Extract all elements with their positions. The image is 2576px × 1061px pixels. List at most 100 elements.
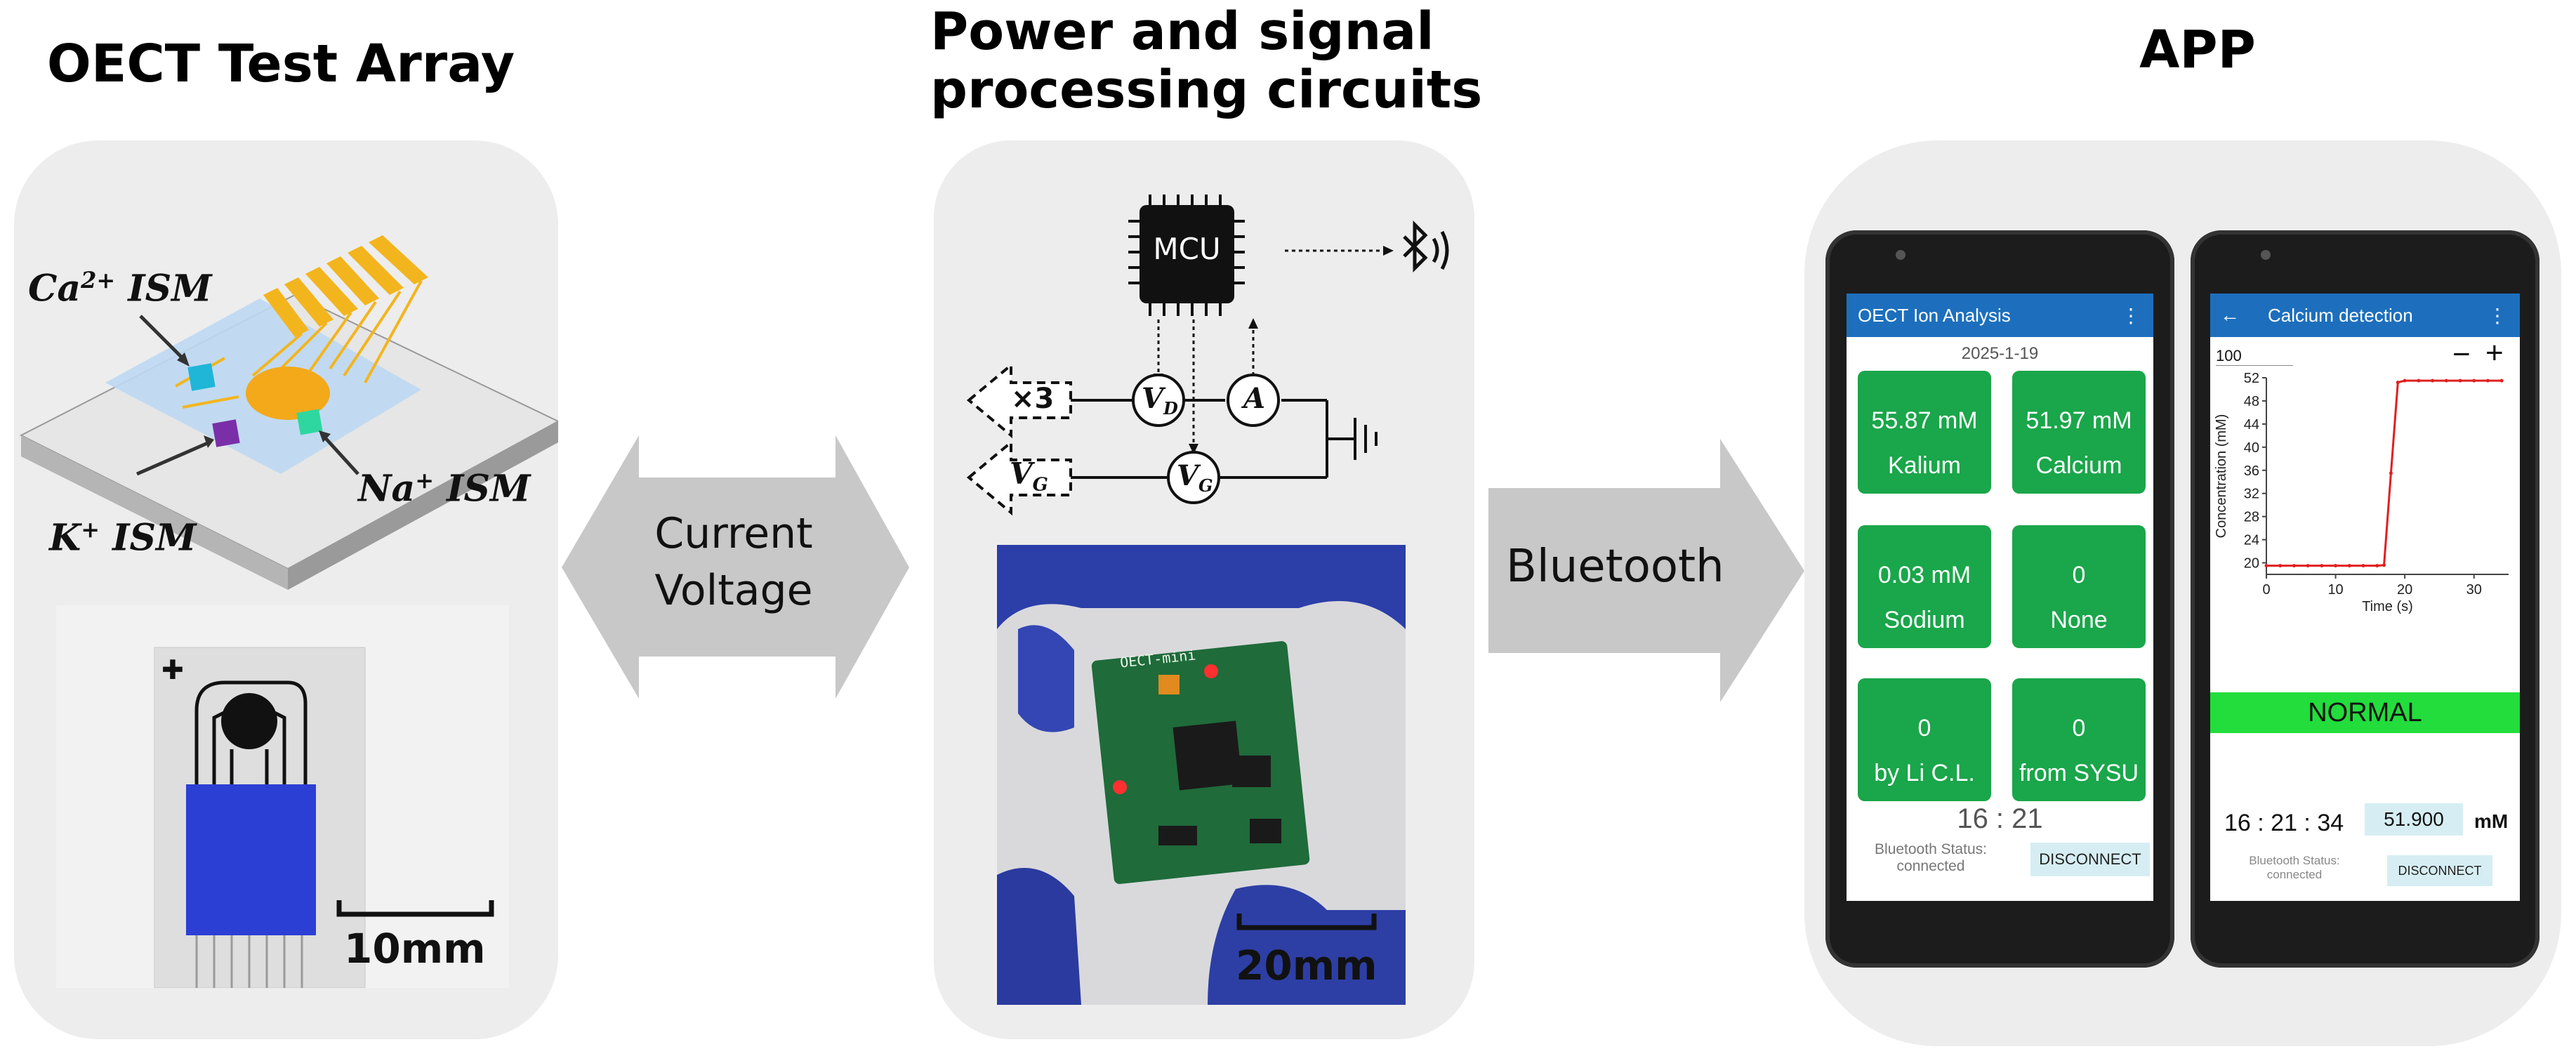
chart-data-point <box>2292 564 2296 568</box>
chart-x-tick-label: 30 <box>2466 582 2482 598</box>
vd-sub: D <box>1163 398 1178 419</box>
k-ism-label: K+ ISM <box>49 516 197 559</box>
tile-none-name: None <box>2050 607 2108 633</box>
phone1-menu-icon[interactable]: ⋮ <box>2121 304 2141 327</box>
tile-from-sysu[interactable]: 0 from SYSU <box>2012 678 2146 801</box>
phone2-bt-status: Bluetooth Status: connected <box>2224 854 2365 881</box>
chart-y-tick-label: 44 <box>2244 417 2259 433</box>
oect-photo-drawing: ✚ <box>154 647 494 988</box>
phone2-time: 16 : 21 : 34 <box>2224 810 2344 836</box>
chart-data-point <box>2485 378 2490 383</box>
arrow-label-current-voltage: Current Voltage <box>632 506 835 619</box>
phone1-time: 16 : 21 <box>1957 803 2043 834</box>
scale-label-20mm: 20mm <box>1236 942 1378 989</box>
chart-x-tick-label: 10 <box>2327 582 2343 598</box>
ca-sup: 2+ <box>81 267 116 294</box>
scale-label-10mm: 10mm <box>344 925 486 973</box>
arrow-bluetooth <box>1488 439 1804 702</box>
title-circuits: Power and signal processing circuits <box>930 3 1492 119</box>
double-arrow-current-voltage <box>562 435 909 699</box>
tile-calcium-value: 51.97 mM <box>2026 407 2132 434</box>
phone1-screen: OECT Ion Analysis ⋮ 2025-1-19 55.87 mM K… <box>1847 294 2153 901</box>
tile-sodium-value: 0.03 mM <box>1877 562 1971 588</box>
vg-box-label: VG <box>1010 456 1048 495</box>
tile-none[interactable]: 0 None <box>2012 525 2146 648</box>
chart-data-point <box>2382 563 2386 567</box>
phone2-disconnect-button[interactable]: DISCONNECT <box>2387 855 2492 886</box>
na-ism-label: Na+ ISM <box>358 467 531 510</box>
chart-data-point <box>2375 564 2379 568</box>
back-arrow-icon[interactable]: ← <box>2220 304 2240 326</box>
vg-label: VG <box>1177 459 1213 496</box>
tile-kalium-value: 55.87 mM <box>1871 407 1978 434</box>
vg-meter <box>1167 451 1220 504</box>
chart-y-tick-label: 40 <box>2244 440 2259 456</box>
chart-data-point <box>2389 471 2393 475</box>
vg-sub: G <box>1198 475 1213 496</box>
phone2-camera <box>2261 250 2271 260</box>
oect-photo: ✚ 10mm <box>56 605 509 988</box>
tile-sodium[interactable]: 0.03 mM Sodium <box>1858 525 1991 648</box>
chart-data-point <box>2396 381 2400 385</box>
na-sup: + <box>415 467 435 494</box>
tile-kalium[interactable]: 55.87 mM Kalium <box>1858 371 1991 494</box>
bluetooth-icon <box>1403 220 1449 273</box>
chart-data-point <box>2278 564 2283 568</box>
chart-data-point <box>2444 378 2448 383</box>
reading-unit: mM <box>2474 810 2509 832</box>
chart-y-tick-label: 24 <box>2244 533 2259 548</box>
tile-calcium[interactable]: 51.97 mM Calcium <box>2012 371 2146 494</box>
label-voltage: Voltage <box>654 566 813 615</box>
chart-y-tick-label: 52 <box>2244 371 2259 386</box>
chart-series-line <box>2266 379 2502 567</box>
k-label: K <box>49 516 81 560</box>
chart-data-point <box>2306 564 2310 568</box>
chart-x-tick-label: 0 <box>2262 582 2270 598</box>
mcu-chip <box>1140 205 1234 303</box>
ca-ism: ISM <box>128 267 212 310</box>
title-app: APP <box>2139 20 2256 80</box>
zoom-input[interactable]: 100 <box>2216 347 2293 366</box>
chart-y-tick-label: 32 <box>2244 487 2259 502</box>
tile-by-li-value: 0 <box>1917 715 1931 742</box>
ca-ism-label: Ca2+ ISM <box>28 267 212 310</box>
zoom-out-button[interactable]: − <box>2452 337 2471 371</box>
phone1-date: 2025-1-19 <box>1961 344 2039 363</box>
reading-field[interactable]: 51.900 <box>2365 803 2463 836</box>
chart-data-point <box>2458 378 2462 383</box>
ammeter-label: A <box>1243 382 1266 415</box>
phone2-menu-icon[interactable]: ⋮ <box>2488 304 2507 327</box>
arrow-label-bluetooth: Bluetooth <box>1506 541 1724 593</box>
tile-none-value: 0 <box>2072 562 2086 588</box>
tile-from-sysu-value: 0 <box>2072 715 2086 742</box>
label-current: Current <box>654 509 813 558</box>
ammeter <box>1227 374 1280 427</box>
phone-ion-analysis: OECT Ion Analysis ⋮ 2025-1-19 55.87 mM K… <box>1825 230 2174 968</box>
na-ism: ISM <box>447 467 531 510</box>
chart-data-point <box>2431 378 2435 383</box>
phone1-disconnect-button[interactable]: DISCONNECT <box>2030 843 2150 876</box>
phone1-bt-status: Bluetooth Status: connected <box>1861 841 2001 875</box>
title-circuits-line1: Power and signal <box>930 1 1434 62</box>
zoom-in-button[interactable]: + <box>2485 336 2504 370</box>
phone1-bt-status-label: Bluetooth Status: <box>1875 841 1987 857</box>
title-oect-array: OECT Test Array <box>46 34 515 94</box>
na-label: Na <box>358 467 416 510</box>
mcu-label: MCU <box>1153 232 1221 266</box>
tile-by-li[interactable]: 0 by Li C.L. <box>1858 678 1991 801</box>
k-ism: ISM <box>112 516 197 560</box>
svg-text:✚: ✚ <box>161 656 184 685</box>
chart-data-point <box>2417 378 2421 383</box>
oect-device-illustration <box>19 235 558 590</box>
chart-y-tick-label: 36 <box>2244 463 2259 479</box>
x3-label: ×3 <box>1011 383 1055 415</box>
chart-data-point <box>2403 378 2407 383</box>
tile-calcium-name: Calcium <box>2035 452 2122 479</box>
vd-meter <box>1132 374 1185 427</box>
phone1-bt-status-value: connected <box>1896 858 1965 875</box>
chart-data-point <box>2361 564 2365 568</box>
chart-data-point <box>2320 564 2324 568</box>
